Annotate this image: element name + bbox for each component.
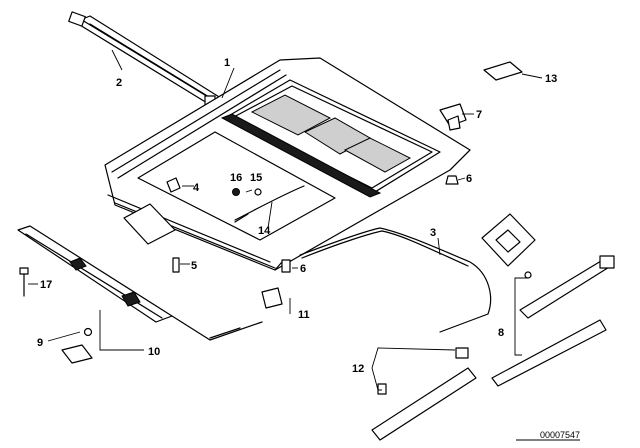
callout-12: 12 <box>352 363 364 375</box>
callout-5: 5 <box>191 260 197 272</box>
part-clip-11 <box>171 287 283 341</box>
callout-15: 15 <box>250 172 262 184</box>
callout-17: 17 <box>40 279 52 291</box>
part-screw-9 <box>83 327 93 337</box>
part-rail-top <box>68 11 225 107</box>
part-deflector-10 <box>17 225 173 323</box>
detail-inset <box>481 213 536 267</box>
part-screw-5 <box>172 257 180 273</box>
callout-8: 8 <box>498 327 504 339</box>
part-guide-cable-3 <box>299 227 492 333</box>
callout-10: 10 <box>148 346 160 358</box>
callout-6-right: 6 <box>466 173 472 185</box>
callout-16: 16 <box>230 172 242 184</box>
part-screw-16 <box>232 188 240 196</box>
part-clip-4 <box>166 177 181 193</box>
callout-13: 13 <box>545 73 557 85</box>
part-rail-8-lower <box>491 319 607 387</box>
part-nut-6a <box>445 175 459 185</box>
part-pin-15 <box>254 188 262 196</box>
callout-9: 9 <box>37 337 43 349</box>
part-cable-14 <box>234 185 305 223</box>
part-rail-12 <box>371 347 477 441</box>
callout-2: 2 <box>116 77 122 89</box>
callout-1: 1 <box>224 57 230 69</box>
callout-14: 14 <box>258 225 271 237</box>
callout-3: 3 <box>430 227 436 239</box>
callout-7: 7 <box>476 109 482 121</box>
part-sunroof-frame <box>104 57 471 271</box>
part-block-lower <box>61 344 93 364</box>
callout-11: 11 <box>298 309 310 321</box>
part-pad-13 <box>483 61 523 81</box>
part-nut-6b <box>281 259 291 273</box>
part-bracket-7 <box>439 103 467 131</box>
part-rail-8-upper <box>519 255 615 319</box>
callout-6-center: 6 <box>300 263 306 275</box>
reference-number: 00007547 <box>540 430 580 440</box>
part-bolt-17 <box>19 267 29 297</box>
callout-4: 4 <box>193 182 200 194</box>
leader-lines <box>28 49 543 391</box>
